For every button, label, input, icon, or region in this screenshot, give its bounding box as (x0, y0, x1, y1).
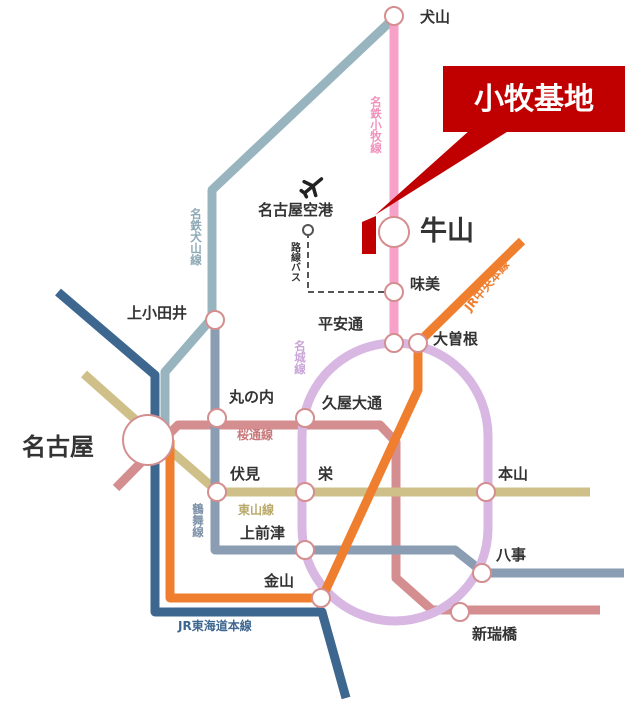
callout-label: 小牧基地 (474, 82, 594, 117)
line-jr-chuo (165, 237, 526, 603)
station-marker-marunouchi[interactable] (207, 408, 227, 428)
line-label-tsurumai: 鶴舞線 (191, 502, 205, 538)
station-marker-kamimaezu[interactable] (295, 540, 315, 560)
station-label-kanayama: 金山 (263, 572, 294, 590)
station-marker-kamiotai[interactable] (205, 310, 225, 330)
station-label-airport: 名古屋空港 (258, 201, 334, 219)
line-label-higashiyama: 東山線 (238, 502, 274, 517)
line-label-bus: 路線バス (289, 241, 301, 282)
base-marker (362, 216, 376, 254)
station-label-inuyama: 犬山 (420, 8, 450, 26)
station-marker-yagoto[interactable] (472, 563, 492, 583)
station-marker-shinmizuhashi[interactable] (450, 602, 470, 622)
line-label-chuo: JR中央本線 (460, 257, 512, 315)
station-label-sakae: 栄 (317, 465, 334, 483)
station-marker-nagoya[interactable] (122, 414, 174, 466)
line-tsurumai (210, 320, 624, 578)
line-label-sakuradori: 桜通線 (237, 427, 273, 442)
station-marker-inuyama[interactable] (384, 6, 404, 26)
bus-route (307, 232, 390, 293)
station-label-yagoto: 八事 (495, 546, 526, 564)
station-label-nagoya: 名古屋 (22, 433, 94, 461)
line-label-inuyama: 名鉄犬山線 (189, 207, 203, 266)
station-marker-hisaya-odori[interactable] (295, 408, 315, 428)
callout-box (443, 66, 625, 132)
station-marker-fushimi[interactable] (207, 482, 227, 502)
station-label-kamiotai: 上小田井 (127, 304, 187, 322)
station-marker-ozone[interactable] (408, 333, 428, 353)
station-marker-ajima[interactable] (384, 282, 404, 302)
station-marker-heiandori[interactable] (384, 333, 404, 353)
station-label-marunouchi: 丸の内 (228, 388, 274, 406)
line-label-meijo: 名城線 (293, 339, 307, 375)
station-label-kamimaezu: 上前津 (240, 524, 285, 542)
station-marker-kanayama[interactable] (311, 588, 331, 608)
station-label-ajima: 味美 (410, 275, 441, 293)
line-label-komaki: 名鉄小牧線 (369, 95, 383, 154)
airport-marker (302, 224, 314, 236)
line-label-tokaido: JR東海道本線 (177, 618, 252, 633)
station-label-hisaya-odori: 久屋大通 (322, 394, 382, 412)
station-label-motoyama: 本山 (498, 465, 528, 483)
station-marker-sakae[interactable] (295, 482, 315, 502)
station-label-ozone: 大曽根 (433, 330, 478, 348)
station-marker-ushiyama[interactable] (378, 216, 410, 248)
airplane-icon (299, 177, 324, 199)
line-jr-tokaido (55, 288, 351, 700)
station-label-ushiyama: 牛山 (420, 216, 474, 247)
line-higashiyama (81, 370, 590, 497)
station-label-heiandori: 平安通 (318, 315, 363, 333)
station-markers (122, 6, 496, 622)
station-label-shinmizuhashi: 新瑞橋 (472, 625, 518, 643)
station-label-fushimi: 伏見 (230, 465, 260, 483)
callout-pointer (375, 130, 510, 215)
station-marker-motoyama[interactable] (476, 482, 496, 502)
